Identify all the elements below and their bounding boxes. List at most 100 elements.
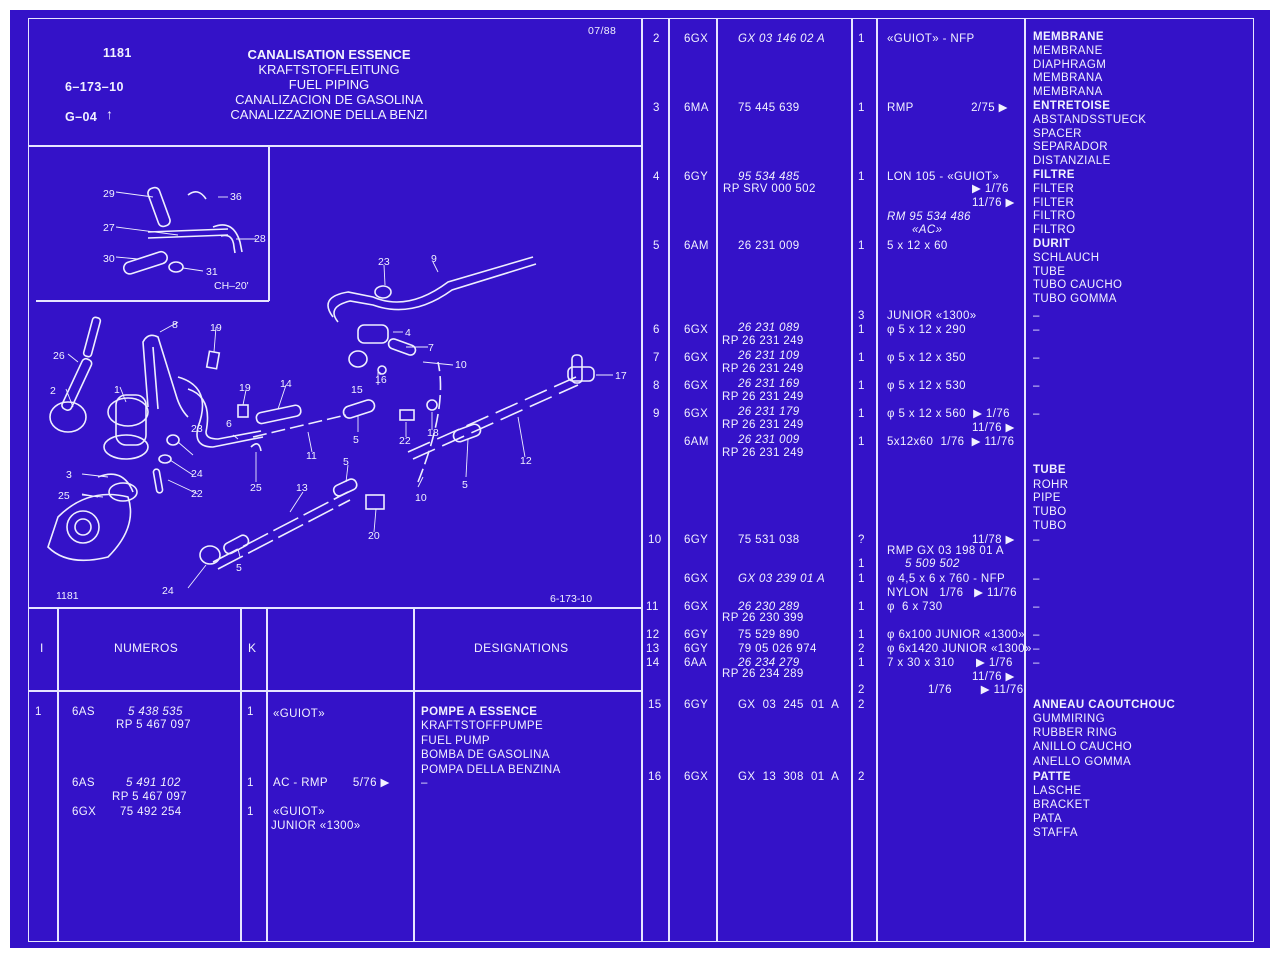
row-type: 6GX	[684, 352, 709, 364]
row-note: 11/76 ▶	[972, 197, 1015, 209]
row-note: NYLON 1/76 ▶ 11/76	[887, 587, 1017, 599]
col-line	[240, 607, 242, 942]
row-number-rp: RP 26 231 249	[722, 335, 804, 347]
row-k: 1	[858, 629, 865, 641]
row-k: 1	[858, 601, 865, 613]
page-code: 6–173–10	[65, 80, 124, 94]
row-k: 2	[858, 771, 865, 783]
row-number: 26 231 169	[738, 378, 800, 390]
callout-33: 29	[103, 188, 115, 200]
ring-23	[374, 285, 392, 299]
row-number: 26 231 009	[738, 240, 800, 252]
clip-16	[377, 365, 387, 375]
row-note: «GUIOT»	[273, 708, 326, 720]
row-note: «GUIOT»	[273, 806, 326, 818]
row-item: 9	[653, 408, 660, 420]
row-type: 6MA	[684, 102, 709, 114]
clip-18	[426, 399, 438, 411]
row-type: 6GX	[684, 408, 709, 420]
row-k: 1	[858, 380, 865, 392]
callout-21: 19	[210, 322, 222, 334]
row-item: 1	[35, 706, 42, 718]
row-number: 26 231 089	[738, 322, 800, 334]
row-type: 6GX	[684, 573, 709, 585]
row-k: 1	[858, 102, 865, 114]
row-type: 6AA	[684, 657, 707, 669]
row-desc-fr: TUBE	[1033, 464, 1066, 476]
callout-23: 23	[378, 256, 390, 268]
col-header-numeros: NUMEROS	[114, 641, 179, 655]
row-note: RMP 2/75 ▶	[887, 102, 1008, 114]
callout-2: 2	[50, 385, 56, 397]
callout-numbers: 29 36 27 28 30 31 CH–20' 26 2 1 3 25 8 1…	[50, 188, 627, 605]
row-desc: FILTRE	[1033, 169, 1075, 181]
callout-15: 15	[351, 384, 363, 396]
row-note: RMP GX 03 198 01 A	[887, 545, 1004, 557]
row-desc: DURIT	[1033, 238, 1071, 250]
row-desc-it: ANELLO GOMMA	[1033, 756, 1132, 768]
row-note: φ 5 x 12 x 530	[887, 380, 966, 392]
callout-1: 1	[114, 384, 120, 396]
row-type: 6GX	[684, 324, 709, 336]
ring-28	[158, 454, 172, 464]
row-item: 4	[653, 171, 660, 183]
ring-24	[199, 545, 221, 565]
row-number: 75 445 639	[738, 102, 800, 114]
callout-12: 12	[520, 455, 532, 467]
row-desc: DIAPHRAGM	[1033, 58, 1107, 71]
row-desc: ABSTANDSSTUECK	[1033, 113, 1147, 126]
row-type: 6GX	[684, 380, 709, 392]
row-note: 1/76 ▶ 11/76	[928, 684, 1024, 696]
callout-4: 4	[405, 327, 411, 339]
divider-header	[28, 145, 642, 147]
row-desc: SCHLAUCH	[1033, 251, 1100, 264]
row-number-rp: RP 5 467 097	[112, 791, 187, 803]
row-item: 15	[648, 699, 662, 711]
row-number: 5 438 535	[128, 706, 183, 718]
clip-25	[250, 443, 262, 452]
row-k: 1	[858, 558, 865, 570]
row-number: GX 03 245 01 A	[738, 699, 840, 711]
divider-left-main	[641, 18, 643, 942]
callout-24: 24	[162, 585, 174, 597]
row-desc: –	[1033, 643, 1040, 655]
callout-18: 18	[427, 427, 439, 439]
row-number: GX 03 239 01 A	[738, 573, 826, 585]
row-note-2: JUNIOR «1300»	[271, 820, 361, 832]
row-note: φ 4,5 x 6 x 760 - NFP	[887, 573, 1006, 585]
row-item: 10	[648, 534, 662, 546]
pipe-10	[417, 361, 442, 483]
row-desc: –	[1033, 657, 1040, 669]
callout-31: 27	[103, 222, 115, 234]
row-type: 6GY	[684, 171, 709, 183]
divider-diagram-bottom	[28, 607, 642, 609]
row-note: LON 105 - «GUIOT»	[887, 171, 1000, 183]
parts-sheet	[10, 10, 1270, 948]
row-desc: –	[1033, 534, 1040, 546]
group-code: G–04	[65, 110, 98, 124]
row-number-rp: RP 26 231 249	[722, 447, 804, 459]
callout-8: 8	[172, 319, 178, 331]
row-desc: FILTER	[1033, 196, 1075, 209]
col-line	[413, 607, 415, 942]
row-k: 2	[858, 643, 865, 655]
row-desc: TUBO GOMMA	[1033, 293, 1117, 306]
callout-14: 14	[280, 378, 292, 390]
row-number-rp: RP 26 231 249	[722, 363, 804, 375]
clip-15	[348, 350, 368, 368]
row-desc-es: ANILLO CAUCHO	[1033, 741, 1133, 753]
row-number: 79 05 026 974	[738, 643, 817, 655]
row-note: AC - RMP 5/76 ▶	[273, 777, 390, 789]
row-k: 1	[858, 408, 865, 420]
row-k: ?	[858, 534, 865, 546]
title-es: CANALIZACION DE GASOLINA	[235, 92, 423, 107]
row-item: 3	[653, 102, 660, 114]
row-k: 1	[858, 171, 865, 183]
row-desc: –	[1033, 324, 1040, 336]
callout-30: 26	[53, 350, 65, 362]
callout-6: 6	[226, 418, 232, 430]
row-type: 6GX	[684, 33, 709, 45]
callout-5d: 5	[236, 562, 242, 574]
row-note: 5 509 502	[905, 558, 960, 570]
col-header-designations: DESIGNATIONS	[474, 641, 569, 655]
